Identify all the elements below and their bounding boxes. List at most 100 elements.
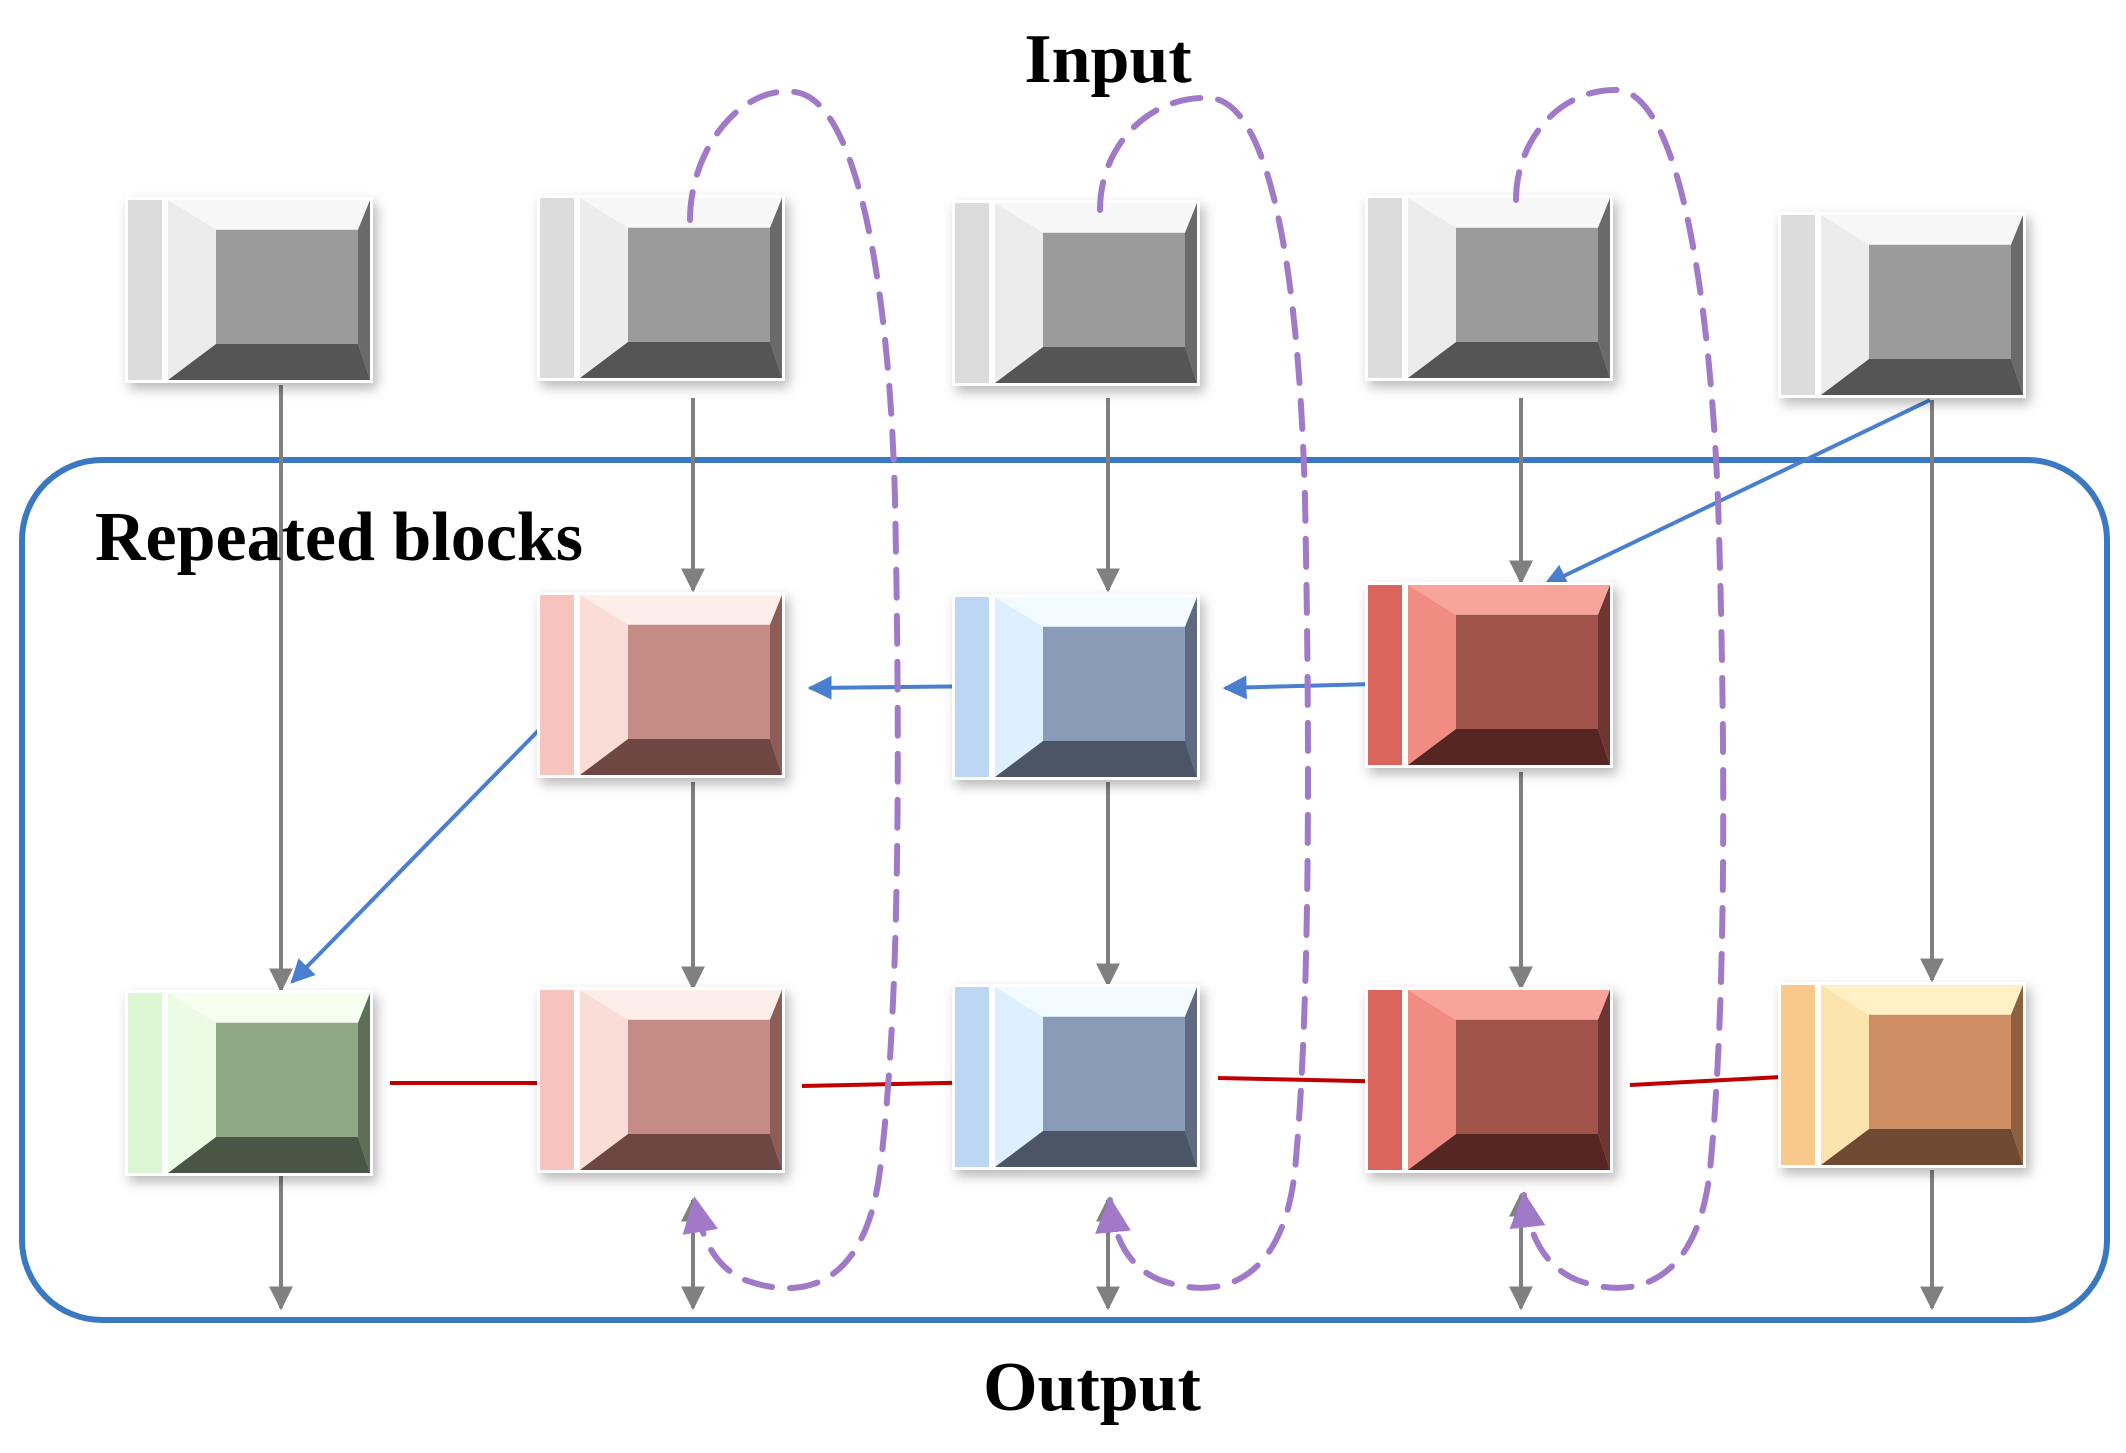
- bottom-block-1-bevel-left: [168, 993, 216, 1173]
- bottom-blocks: [125, 982, 2026, 1176]
- input-block-3-bevel-right: [1185, 203, 1197, 383]
- middle-block-4-bevel-left: [1408, 585, 1456, 765]
- input-block-5: [1778, 212, 2026, 398]
- input-block-1-bevel-right: [358, 200, 370, 380]
- middle-block-2-bevel-top: [580, 595, 782, 625]
- input-block-3-bevel-bottom: [995, 347, 1197, 383]
- dashed-loop-1: [682, 88, 901, 1292]
- input-block-5-side-strip: [1781, 215, 1815, 395]
- middle-block-2: [537, 592, 785, 778]
- bottom-block-4-bevel-bottom: [1408, 1134, 1610, 1170]
- middle-block-2-face: [628, 624, 770, 739]
- bottom-block-3-face: [1043, 1016, 1185, 1131]
- arrow-middle2-to-bottom1: [290, 683, 585, 984]
- repeated-blocks-container: [19, 457, 2110, 1323]
- bottom-block-4: [1365, 987, 1613, 1173]
- input-block-4-bevel-right: [1598, 198, 1610, 378]
- bottom-block-5-bevel-top: [1821, 985, 2023, 1015]
- middle-block-3-bevel-bottom: [995, 741, 1197, 777]
- purple-dashed-loops: [682, 86, 1727, 1292]
- middle-block-3-bevel-top: [995, 597, 1197, 627]
- bottom-block-2-bevel-right: [770, 990, 782, 1170]
- input-block-1-face: [216, 229, 358, 344]
- bottom-block-3-bevel-right: [1185, 987, 1197, 1167]
- middle-block-4-side-strip: [1368, 585, 1402, 765]
- bottom-block-3-bevel-left: [995, 987, 1043, 1167]
- input-block-5-bevel-top: [1821, 215, 2023, 245]
- input-block-5-bevel-left: [1821, 215, 1869, 395]
- bottom-block-2-bevel-bottom: [580, 1134, 782, 1170]
- input-block-5-face: [1869, 244, 2011, 359]
- middle-block-3-bevel-right: [1185, 597, 1197, 777]
- middle-block-2-bevel-left: [580, 595, 628, 775]
- bottom-block-1: [125, 990, 373, 1176]
- input-block-3-bevel-top: [995, 203, 1197, 233]
- bottom-block-2-side-strip: [540, 990, 574, 1170]
- output-label: Output: [983, 1349, 1201, 1426]
- bottom-block-5-bevel-right: [2011, 985, 2023, 1165]
- input-block-3-face: [1043, 232, 1185, 347]
- bottom-block-2: [537, 987, 785, 1173]
- repeated-blocks-label: Repeated blocks: [95, 499, 583, 576]
- middle-block-3-side-strip: [955, 597, 989, 777]
- input-block-1-bevel-top: [168, 200, 370, 230]
- bottom-block-5-face: [1869, 1014, 2011, 1129]
- dashed-loop-3: [1509, 86, 1727, 1291]
- input-block-4-bevel-left: [1408, 198, 1456, 378]
- middle-block-4-bevel-top: [1408, 585, 1610, 615]
- input-block-1: [125, 197, 373, 383]
- blue-arrows: [290, 398, 1931, 984]
- input-block-1-bevel-bottom: [168, 344, 370, 380]
- middle-blocks: [537, 582, 1613, 780]
- middle-block-3: [952, 594, 1200, 780]
- input-block-5-bevel-right: [2011, 215, 2023, 395]
- bottom-block-1-bevel-top: [168, 993, 370, 1023]
- middle-block-2-side-strip: [540, 595, 574, 775]
- input-block-3-side-strip: [955, 203, 989, 383]
- bottom-block-4-bevel-left: [1408, 990, 1456, 1170]
- bottom-block-3-bevel-top: [995, 987, 1197, 1017]
- bottom-block-2-face: [628, 1019, 770, 1134]
- input-block-4-bevel-bottom: [1408, 342, 1610, 378]
- bottom-block-2-bevel-left: [580, 990, 628, 1170]
- bottom-block-4-side-strip: [1368, 990, 1402, 1170]
- input-block-4-face: [1456, 227, 1598, 342]
- input-block-2-bevel-top: [580, 198, 782, 228]
- input-block-2-face: [628, 227, 770, 342]
- arrow-input5-to-middle4: [1542, 398, 1931, 587]
- input-block-2-bevel-left: [580, 198, 628, 378]
- bottom-block-3: [952, 984, 1200, 1170]
- bottom-block-4-bevel-right: [1598, 990, 1610, 1170]
- bottom-block-4-bevel-top: [1408, 990, 1610, 1020]
- bottom-block-2-bevel-top: [580, 990, 782, 1020]
- input-block-5-bevel-bottom: [1821, 359, 2023, 395]
- bottom-block-3-side-strip: [955, 987, 989, 1167]
- middle-block-4-bevel-right: [1598, 585, 1610, 765]
- middle-block-4-bevel-bottom: [1408, 729, 1610, 765]
- input-block-2: [537, 195, 785, 381]
- middle-block-4: [1365, 582, 1613, 768]
- input-block-1-bevel-left: [168, 200, 216, 380]
- input-block-4-bevel-top: [1408, 198, 1610, 228]
- bottom-block-5-side-strip: [1781, 985, 1815, 1165]
- bottom-block-5-bevel-left: [1821, 985, 1869, 1165]
- bottom-block-1-bevel-right: [358, 993, 370, 1173]
- bottom-block-5: [1778, 982, 2026, 1168]
- middle-block-2-bevel-right: [770, 595, 782, 775]
- input-label: Input: [1024, 21, 1191, 98]
- middle-block-4-face: [1456, 614, 1598, 729]
- input-block-1-side-strip: [128, 200, 162, 380]
- input-block-3-bevel-left: [995, 203, 1043, 383]
- input-block-2-bevel-bottom: [580, 342, 782, 378]
- input-block-2-side-strip: [540, 198, 574, 378]
- middle-block-2-bevel-bottom: [580, 739, 782, 775]
- middle-block-3-face: [1043, 626, 1185, 741]
- input-block-4: [1365, 195, 1613, 381]
- input-block-2-bevel-right: [770, 198, 782, 378]
- middle-block-3-bevel-left: [995, 597, 1043, 777]
- bottom-block-1-side-strip: [128, 993, 162, 1173]
- input-block-3: [952, 200, 1200, 386]
- bottom-block-1-bevel-bottom: [168, 1137, 370, 1173]
- dashed-loop-2: [1095, 94, 1311, 1291]
